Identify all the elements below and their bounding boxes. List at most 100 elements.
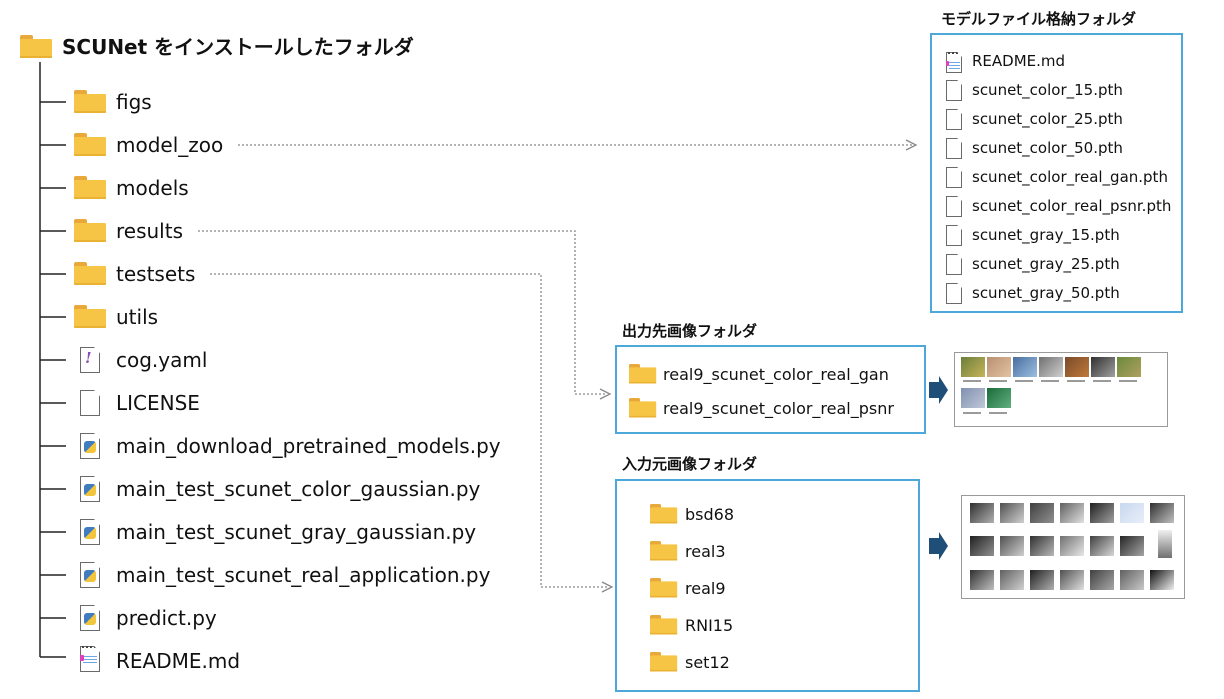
tree-item-cog-yaml[interactable]: cog.yaml <box>116 348 208 372</box>
input-folder-item[interactable]: real3 <box>685 542 726 561</box>
image-thumbnail <box>1060 503 1084 523</box>
arrowhead-model-zoo <box>905 139 918 151</box>
tree-item-predict[interactable]: predict.py <box>116 606 217 630</box>
image-thumbnail <box>1090 503 1114 523</box>
arrowhead-results <box>599 388 612 400</box>
folder-icon <box>74 133 106 156</box>
readme-file-icon <box>80 646 100 672</box>
image-thumbnail <box>1120 536 1144 556</box>
image-thumbnail <box>1090 570 1114 590</box>
thumbnail-caption <box>960 411 986 415</box>
image-thumbnail <box>1000 536 1024 556</box>
thumbnail-caption <box>1064 379 1090 383</box>
folder-icon <box>629 364 657 384</box>
folder-icon <box>629 398 657 418</box>
image-thumbnail <box>961 357 985 377</box>
model-files-panel: README.md scunet_color_15.pth scunet_col… <box>930 33 1183 313</box>
output-folder-item[interactable]: real9_scunet_color_real_psnr <box>663 399 894 418</box>
model-panel-title: モデルファイル格納フォルダ <box>941 10 1137 28</box>
model-file-item[interactable]: scunet_color_real_gan.pth <box>972 168 1168 186</box>
root-folder-label[interactable]: SCUNet をインストールしたフォルダ <box>62 35 414 59</box>
folder-icon <box>74 305 106 328</box>
tree-item-testsets[interactable]: testsets <box>116 262 196 286</box>
image-thumbnail <box>1030 536 1054 556</box>
image-thumbnail <box>1117 357 1141 377</box>
document-icon <box>946 80 962 101</box>
image-thumbnail <box>970 536 994 556</box>
image-thumbnail <box>1013 357 1037 377</box>
image-thumbnail <box>961 388 985 408</box>
document-icon <box>946 225 962 246</box>
document-icon <box>946 196 962 217</box>
tree-item-figs[interactable]: figs <box>116 90 152 114</box>
input-folders-panel: bsd68 real3 real9 RNI15 set12 <box>615 479 920 692</box>
image-thumbnail <box>1091 357 1115 377</box>
output-folders-panel: real9_scunet_color_real_gan real9_scunet… <box>615 345 926 434</box>
tree-item-main-test-scunet-real-application[interactable]: main_test_scunet_real_application.py <box>116 563 491 587</box>
document-icon <box>946 138 962 159</box>
model-file-item[interactable]: README.md <box>972 52 1066 70</box>
image-thumbnail <box>987 357 1011 377</box>
tree-item-model-zoo[interactable]: model_zoo <box>116 133 224 157</box>
tree-item-main-test-scunet-color-gaussian[interactable]: main_test_scunet_color_gaussian.py <box>116 477 481 501</box>
input-folder-item[interactable]: bsd68 <box>685 505 735 524</box>
folder-icon <box>650 652 678 672</box>
document-icon <box>946 283 962 304</box>
output-thumbnails-panel <box>954 352 1168 427</box>
input-folder-item[interactable]: real9 <box>685 579 726 598</box>
image-thumbnail <box>1150 503 1174 523</box>
model-file-item[interactable]: scunet_gray_15.pth <box>972 226 1120 244</box>
image-thumbnail <box>1030 570 1054 590</box>
tree-item-main-download-pretrained-models[interactable]: main_download_pretrained_models.py <box>116 434 501 458</box>
block-arrow-output <box>929 376 948 404</box>
document-icon <box>80 390 100 416</box>
input-panel-title: 入力元画像フォルダ <box>622 455 758 473</box>
python-file-icon <box>80 433 100 459</box>
folder-icon <box>74 176 106 199</box>
yaml-file-icon: ! <box>80 347 100 373</box>
connector-testsets <box>210 273 608 588</box>
folder-icon <box>650 541 678 561</box>
image-thumbnail <box>1120 570 1144 590</box>
folder-icon <box>650 578 678 598</box>
image-thumbnail <box>1150 570 1174 590</box>
image-thumbnail <box>1158 530 1172 558</box>
image-thumbnail <box>1000 503 1024 523</box>
input-folder-item[interactable]: set12 <box>685 653 730 672</box>
connector-results <box>198 230 606 395</box>
tree-item-readme[interactable]: README.md <box>116 649 241 673</box>
tree-item-results[interactable]: results <box>116 219 184 243</box>
folder-icon <box>74 219 106 242</box>
image-thumbnail <box>1090 536 1114 556</box>
tree-item-main-test-scunet-gray-gaussian[interactable]: main_test_scunet_gray_gaussian.py <box>116 520 477 544</box>
thumbnail-caption <box>986 411 1012 415</box>
output-folder-item[interactable]: real9_scunet_color_real_gan <box>663 365 889 384</box>
model-file-item[interactable]: scunet_color_real_psnr.pth <box>972 197 1172 215</box>
thumbnail-caption <box>1090 379 1116 383</box>
image-thumbnail <box>970 503 994 523</box>
model-file-item[interactable]: scunet_gray_25.pth <box>972 255 1120 273</box>
tree-item-utils[interactable]: utils <box>116 305 159 329</box>
image-thumbnail <box>987 388 1011 408</box>
model-file-item[interactable]: scunet_color_50.pth <box>972 139 1123 157</box>
folder-icon <box>74 262 106 285</box>
folder-icon <box>74 90 106 113</box>
thumbnail-caption <box>1038 379 1064 383</box>
tree-item-models[interactable]: models <box>116 176 189 200</box>
thumbnail-caption <box>960 379 986 383</box>
document-icon <box>946 167 962 188</box>
image-thumbnail <box>970 570 994 590</box>
document-icon <box>946 254 962 275</box>
folder-icon <box>650 615 678 635</box>
tree-item-license[interactable]: LICENSE <box>116 391 200 415</box>
image-thumbnail <box>1065 357 1089 377</box>
input-folder-item[interactable]: RNI15 <box>685 616 734 635</box>
model-file-item[interactable]: scunet_gray_50.pth <box>972 284 1120 302</box>
folder-icon <box>650 504 678 524</box>
python-file-icon <box>80 562 100 588</box>
python-file-icon <box>80 476 100 502</box>
input-thumbnails-panel <box>961 495 1185 599</box>
model-file-item[interactable]: scunet_color_25.pth <box>972 110 1123 128</box>
image-thumbnail <box>1039 357 1063 377</box>
model-file-item[interactable]: scunet_color_15.pth <box>972 81 1123 99</box>
